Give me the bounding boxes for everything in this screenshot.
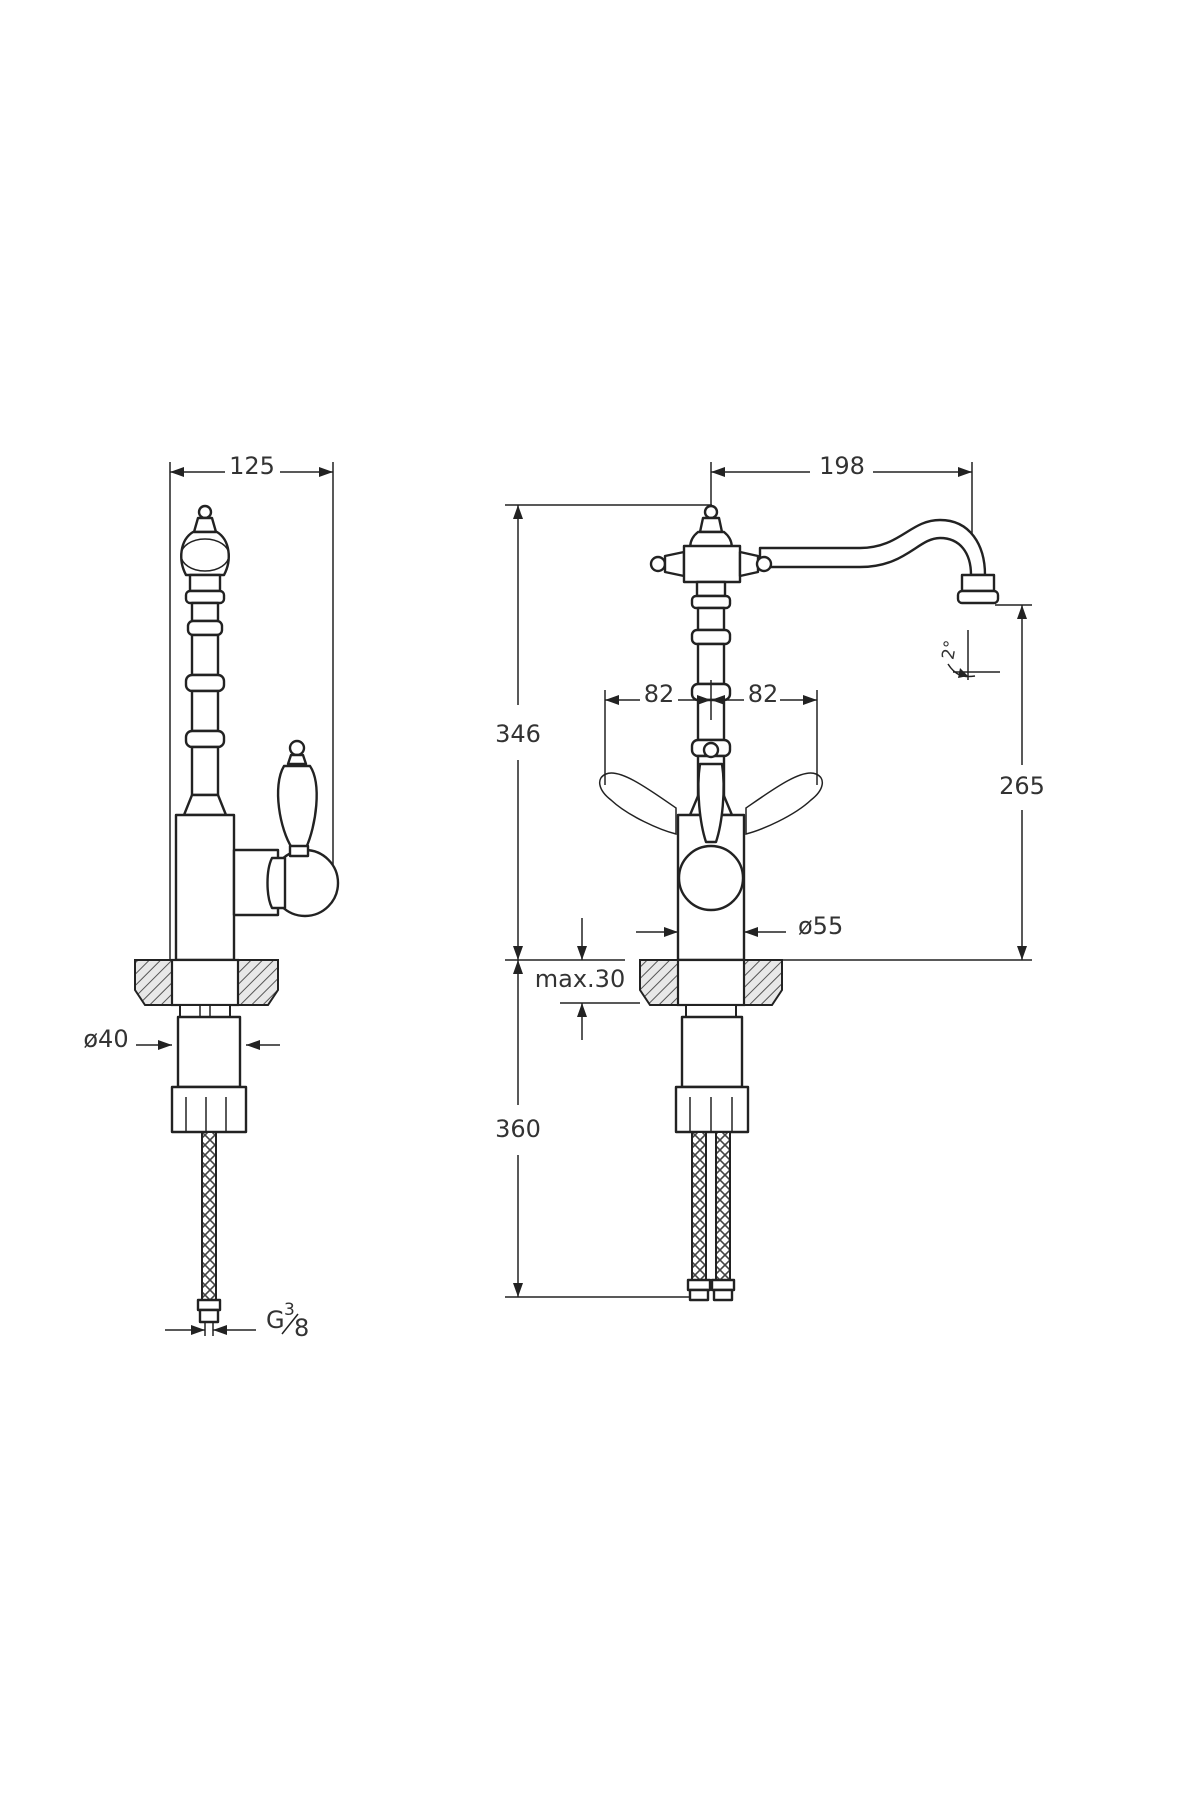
dim-side-width: 125 [169, 452, 334, 960]
side-view: 125 [83, 452, 340, 1342]
front-width-label: 198 [819, 452, 865, 480]
front-view: 198 346 360 [495, 452, 1045, 1302]
handle-left-label: 82 [644, 680, 675, 708]
spout-angle-mark: 2° [938, 630, 1000, 680]
total-height-label: 346 [495, 720, 541, 748]
spout-height-label: 265 [999, 772, 1045, 800]
base-diameter-label: ø55 [798, 912, 843, 940]
side-width-label: 125 [229, 452, 275, 480]
thread-numerator: 3 [284, 1300, 295, 1320]
dim-hose-length: 360 [495, 959, 690, 1298]
dim-base-diameter: ø55 [636, 912, 843, 940]
handle-right-label: 82 [748, 680, 779, 708]
side-counter [134, 958, 279, 1018]
dim-max-thickness: max.30 [535, 918, 640, 1040]
front-counter [639, 958, 783, 1018]
shank-diameter-label: ø40 [83, 1025, 128, 1053]
dim-front-width: 198 [710, 452, 973, 592]
side-column [174, 504, 340, 962]
thread-label: G [266, 1306, 285, 1334]
side-shank: ø40 [83, 1015, 280, 1134]
dim-handles: 82 82 [604, 680, 818, 785]
dim-spout-height: 265 [744, 604, 1045, 961]
front-column [599, 504, 823, 962]
front-hoses [686, 1131, 736, 1302]
spout-angle-label: 2° [938, 639, 961, 662]
front-shank [674, 1015, 750, 1134]
thread-denominator: 8 [294, 1314, 309, 1342]
dim-total-height: 346 [495, 504, 712, 960]
front-spout [758, 518, 1000, 605]
hose-length-label: 360 [495, 1115, 541, 1143]
side-hose: G 3 8 [165, 1131, 309, 1342]
max-thickness-label: max.30 [535, 965, 625, 993]
